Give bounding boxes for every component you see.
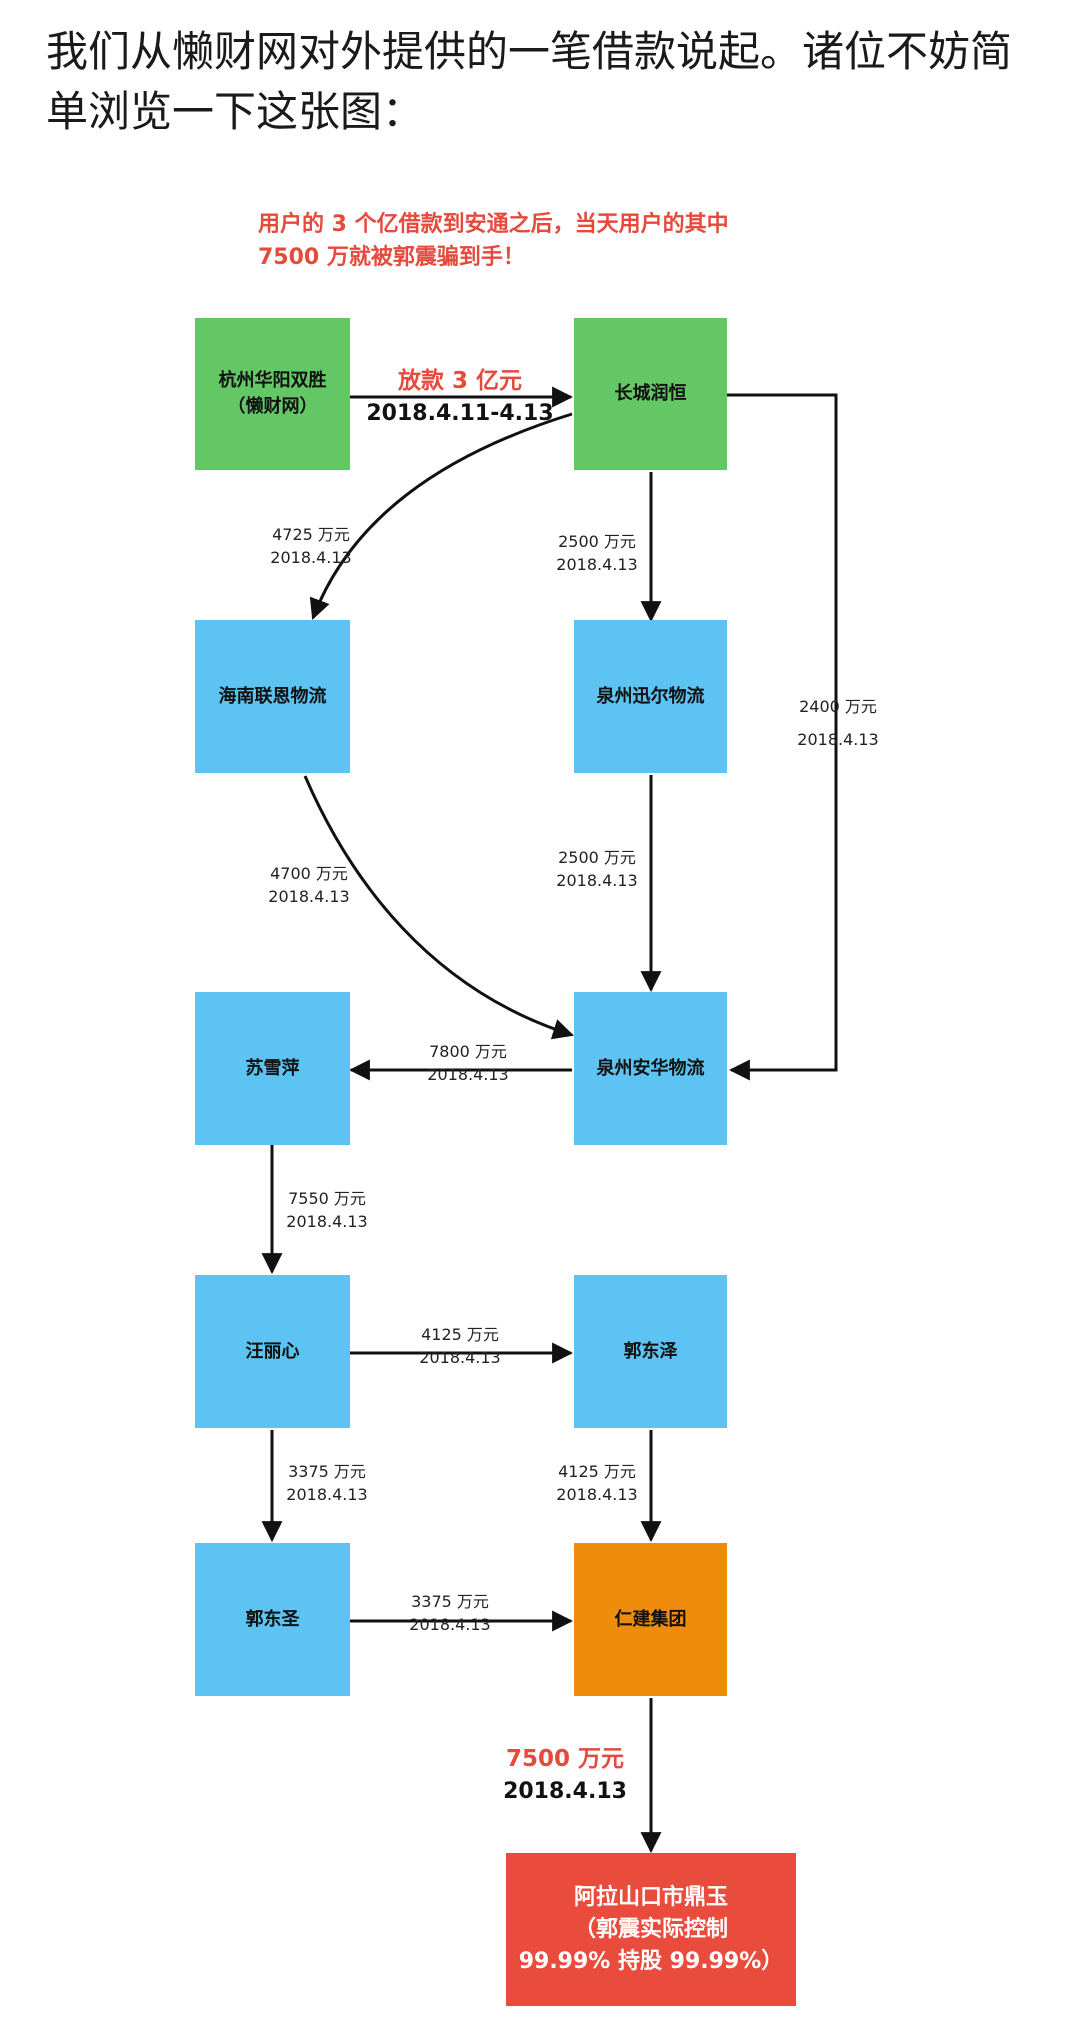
- label-ze-to-ren-amount: 4125 万元: [558, 1462, 636, 1481]
- label-loan-amount: 放款 3 亿元: [397, 368, 523, 394]
- label-sheng-to-ren-amount: 3375 万元: [411, 1592, 489, 1611]
- header-note-line1: 用户的 3 个亿借款到安通之后，当天用户的其中: [258, 212, 729, 237]
- label-su-to-wang-amount: 7550 万元: [288, 1189, 366, 1208]
- node-suxueping: 苏雪萍: [195, 992, 350, 1145]
- node-guodongze: 郭东泽: [574, 1275, 727, 1428]
- label-su-to-wang: 7550 万元 2018.4.13: [262, 1187, 392, 1233]
- label-sheng-to-ren-date: 2018.4.13: [409, 1615, 491, 1634]
- node-hangzhou-line2: （懒财网）: [227, 396, 318, 417]
- header-note: 用户的 3 个亿借款到安通之后，当天用户的其中 7500 万就被郭震骗到手！: [258, 208, 818, 274]
- label-wang-to-ze: 4125 万元 2018.4.13: [395, 1323, 525, 1369]
- node-changcheng: 长城润恒: [574, 318, 727, 470]
- label-ren-to-ala-amount: 7500 万元: [505, 1746, 625, 1772]
- label-cc-to-xun-date: 2018.4.13: [556, 555, 638, 574]
- label-ze-to-ren-date: 2018.4.13: [556, 1485, 638, 1504]
- node-renjian: 仁建集团: [574, 1543, 727, 1696]
- arrow-changcheng-to-an: [727, 393, 838, 1081]
- label-hainan-to-an: 4700 万元 2018.4.13: [244, 862, 374, 908]
- header-note-line2: 7500 万就被郭震骗到手！: [258, 245, 525, 270]
- node-alashan: 阿拉山口市鼎玉 （郭震实际控制 99.99% 持股 99.99%）: [506, 1853, 796, 2006]
- label-cc-to-xun: 2500 万元 2018.4.13: [532, 530, 662, 576]
- node-hangzhou: 杭州华阳双胜 （懒财网）: [195, 318, 350, 470]
- label-cc-to-xun-amount: 2500 万元: [558, 532, 636, 551]
- label-xun-to-an: 2500 万元 2018.4.13: [532, 846, 662, 892]
- arrow-hainan-to-an: [303, 775, 575, 1040]
- label-su-to-wang-date: 2018.4.13: [286, 1212, 368, 1231]
- node-hainan: 海南联恩物流: [195, 620, 350, 773]
- node-guodongsheng: 郭东圣: [195, 1543, 350, 1696]
- label-loan: 放款 3 亿元 2018.4.11-4.13: [355, 364, 565, 430]
- label-wang-to-ze-amount: 4125 万元: [421, 1325, 499, 1344]
- label-cc-to-an: 2400 万元 2018.4.13: [778, 690, 898, 756]
- node-quanzhou-xun: 泉州迅尔物流: [574, 620, 727, 773]
- node-alashan-line2: （郭震实际控制: [573, 1916, 728, 1942]
- label-xun-to-an-amount: 2500 万元: [558, 848, 636, 867]
- label-ren-to-ala-date: 2018.4.13: [503, 1779, 627, 1804]
- label-ren-to-ala: 7500 万元 2018.4.13: [490, 1742, 640, 1808]
- label-wang-to-ze-date: 2018.4.13: [419, 1348, 501, 1367]
- label-cc-to-hainan-date: 2018.4.13: [270, 548, 352, 567]
- label-wang-to-sheng-amount: 3375 万元: [288, 1462, 366, 1481]
- label-cc-to-hainan-amount: 4725 万元: [272, 525, 350, 544]
- arrow-changcheng-to-hainan: [309, 412, 573, 620]
- label-loan-date: 2018.4.11-4.13: [366, 401, 554, 426]
- node-quanzhou-an: 泉州安华物流: [574, 992, 727, 1145]
- label-an-to-su: 7800 万元 2018.4.13: [403, 1040, 533, 1086]
- label-cc-to-an-amount: 2400 万元: [799, 697, 877, 716]
- node-alashan-line3: 99.99% 持股 99.99%）: [518, 1948, 784, 1974]
- node-hangzhou-line1: 杭州华阳双胜: [218, 370, 327, 391]
- intro-paragraph: 我们从懒财网对外提供的一笔借款说起。诸位不妨简单浏览一下这张图：: [46, 27, 1013, 136]
- label-wang-to-sheng: 3375 万元 2018.4.13: [262, 1460, 392, 1506]
- label-xun-to-an-date: 2018.4.13: [556, 871, 638, 890]
- label-hainan-to-an-amount: 4700 万元: [270, 864, 348, 883]
- label-an-to-su-amount: 7800 万元: [429, 1042, 507, 1061]
- node-wanglixin: 汪丽心: [195, 1275, 350, 1428]
- label-hainan-to-an-date: 2018.4.13: [268, 887, 350, 906]
- label-cc-to-an-date: 2018.4.13: [797, 730, 879, 749]
- label-cc-to-hainan: 4725 万元 2018.4.13: [246, 523, 376, 569]
- label-wang-to-sheng-date: 2018.4.13: [286, 1485, 368, 1504]
- label-an-to-su-date: 2018.4.13: [427, 1065, 509, 1084]
- label-sheng-to-ren: 3375 万元 2018.4.13: [385, 1590, 515, 1636]
- node-alashan-line1: 阿拉山口市鼎玉: [573, 1884, 728, 1910]
- label-ze-to-ren: 4125 万元 2018.4.13: [532, 1460, 662, 1506]
